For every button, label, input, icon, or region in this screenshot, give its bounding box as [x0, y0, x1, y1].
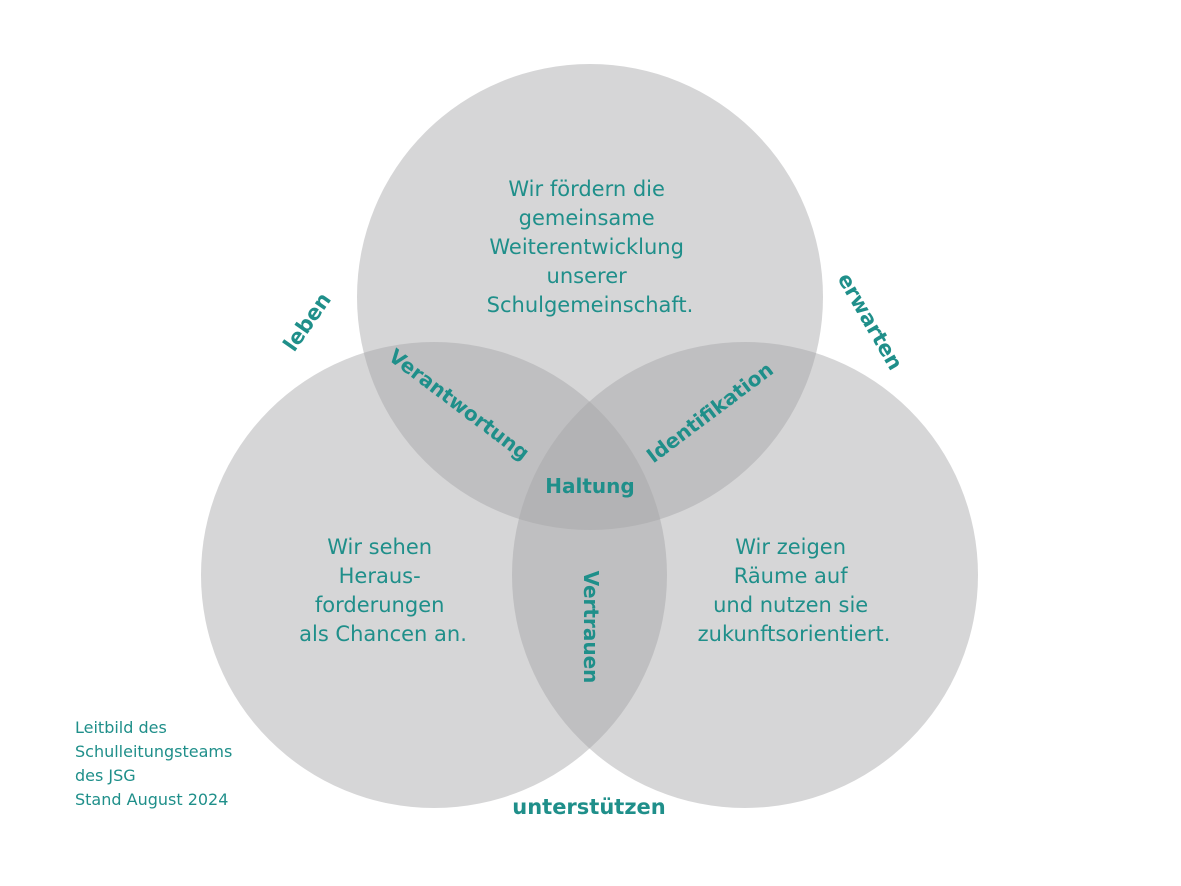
overlap-label-haltung: Haltung	[545, 474, 634, 498]
circle-right-line: Räume auf	[734, 564, 849, 588]
footer-line: Stand August 2024	[75, 790, 228, 809]
circle-left-text: Wir sehen Heraus- forderungen als Chance…	[299, 535, 467, 646]
footer-line: des JSG	[75, 766, 136, 785]
outer-label-erwarten: erwarten	[833, 269, 908, 374]
circle-top	[357, 64, 823, 530]
circle-right-line: zukunftsorientiert.	[698, 622, 891, 646]
overlap-label-vertrauen: Vertrauen	[579, 571, 603, 684]
footer-line: Leitbild des	[75, 718, 167, 737]
circle-top-line: Weiterentwicklung	[489, 235, 684, 259]
circle-left-line: Wir sehen	[327, 535, 432, 559]
outer-label-unterstuetzen: unterstützen	[512, 795, 665, 819]
circle-right	[512, 342, 978, 808]
circle-left-line: Heraus-	[339, 564, 421, 588]
footer-line: Schulleitungsteams	[75, 742, 232, 761]
circle-right-line: und nutzen sie	[713, 593, 868, 617]
circle-right-text: Wir zeigen Räume auf und nutzen sie zuku…	[698, 535, 891, 646]
outer-label-leben: leben	[279, 288, 336, 356]
circle-top-line: unserer	[547, 264, 628, 288]
circle-top-line: Schulgemeinschaft.	[487, 293, 694, 317]
circle-left	[201, 342, 667, 808]
circle-right-line: Wir zeigen	[735, 535, 846, 559]
footer-caption: Leitbild des Schulleitungsteams des JSG …	[75, 718, 237, 809]
circle-top-line: Wir fördern die	[508, 177, 665, 201]
circle-top-text: Wir fördern die gemeinsame Weiterentwick…	[487, 177, 694, 317]
circle-top-line: gemeinsame	[519, 206, 655, 230]
circle-left-line: forderungen	[315, 593, 445, 617]
circle-left-line: als Chancen an.	[299, 622, 467, 646]
